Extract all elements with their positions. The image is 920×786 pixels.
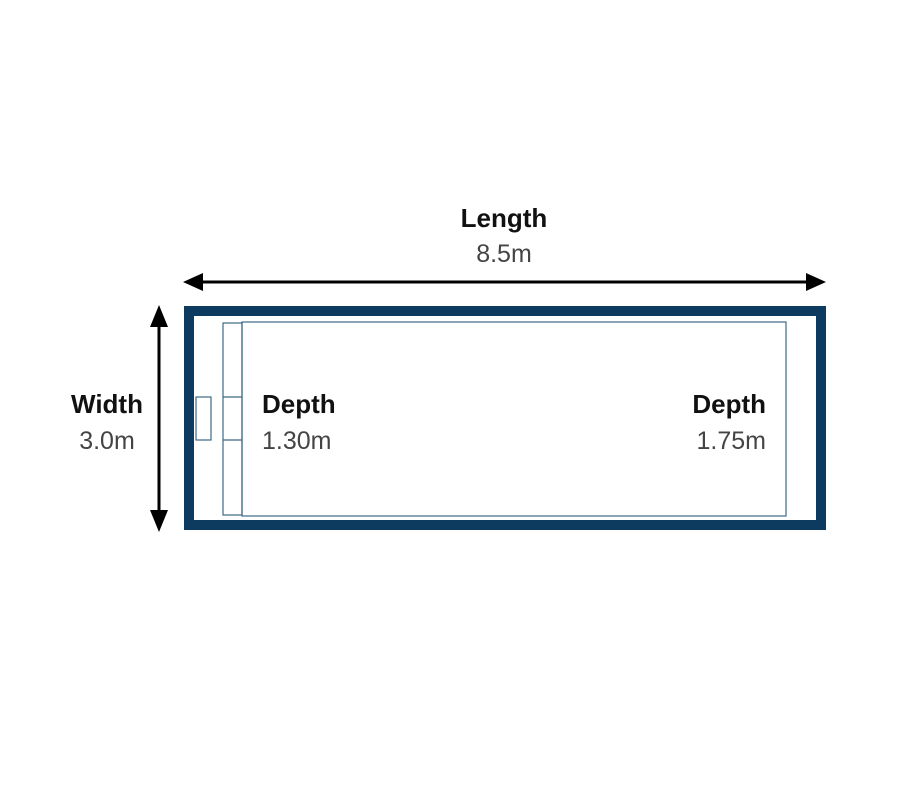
width-value: 3.0m xyxy=(79,427,135,455)
pool-skimmer xyxy=(195,396,212,441)
depth-deep-title: Depth xyxy=(692,389,766,419)
pool-outer-border xyxy=(184,306,826,530)
length-title: Length xyxy=(461,203,548,233)
length-value: 8.5m xyxy=(476,240,532,268)
length-arrow xyxy=(183,273,826,291)
depth-shallow-value: 1.30m xyxy=(262,427,331,455)
width-title: Width xyxy=(71,389,143,419)
pool-steps xyxy=(222,322,243,516)
depth-deep-value: 1.75m xyxy=(697,427,766,455)
depth-shallow-title: Depth xyxy=(262,389,336,419)
width-arrow xyxy=(150,305,168,532)
